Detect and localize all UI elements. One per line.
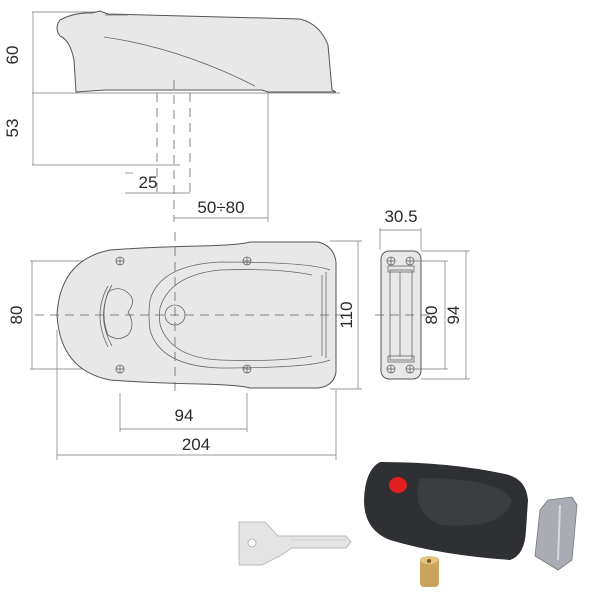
- keeper-hole: [386, 364, 396, 374]
- lock-body-photo: [364, 462, 528, 560]
- cylinder-photo: [420, 556, 439, 587]
- screw-hole: [115, 256, 125, 266]
- dim-label-110: 110: [337, 301, 356, 328]
- keeper-hole: [386, 256, 396, 266]
- dim-label-94: 94: [175, 406, 194, 425]
- dim-label-25: 25: [139, 173, 158, 192]
- keeper-photo: [534, 496, 578, 571]
- dim-label-keeper-94: 94: [444, 306, 463, 325]
- lock-front-outline: [56, 241, 337, 389]
- dim-label-30-5: 30.5: [384, 207, 417, 226]
- dim-label-80: 80: [7, 306, 26, 325]
- screw-hole: [242, 256, 252, 266]
- dim-label-53: 53: [3, 119, 22, 138]
- dim-label-204: 204: [182, 435, 210, 454]
- screw-hole: [115, 364, 125, 374]
- keeper-view: 30.5 80 94: [375, 207, 470, 380]
- screw-hole: [242, 364, 252, 374]
- side-view: 60 53 25 50÷80: [3, 10, 340, 222]
- dim-label-60: 60: [3, 46, 22, 65]
- dim-label-backset: 50÷80: [197, 198, 244, 217]
- front-view: 80 110 94 204: [7, 232, 362, 460]
- dim-label-keeper-80: 80: [422, 306, 441, 325]
- key-icon: [238, 521, 352, 566]
- lock-side-profile: [56, 10, 337, 93]
- product-photo: [238, 462, 578, 587]
